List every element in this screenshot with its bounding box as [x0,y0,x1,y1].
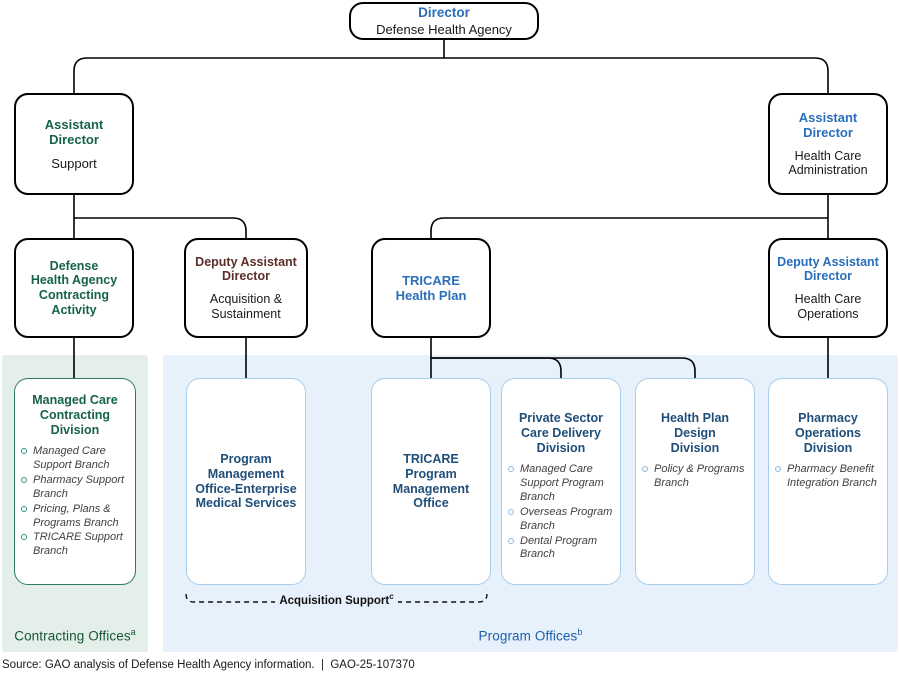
node-assistant-director-support[interactable]: Assistant Director Support [14,93,134,195]
branch-label: Pharmacy Support Branch [33,473,125,500]
dad-acq-subtitle-line1: Acquisition & [209,292,283,306]
node-tricare-program-management-office[interactable]: TRICARE Program Management Office [371,378,491,585]
tricare-pmo-title-line3: Management [392,481,470,496]
pmoems-title-line1: Program [220,452,272,466]
dad-hco-title-line1: Deputy Assistant [777,254,879,269]
list-item: Dental Program Branch [508,535,614,563]
bullet-icon [21,505,27,512]
director-title: Director [418,4,470,20]
program-offices-footnote: b [577,627,583,637]
dad-hco-title-line2: Director [804,269,852,284]
node-dha-contracting-activity[interactable]: Defense Health Agency Contracting Activi… [14,238,134,338]
contracting-offices-label: Contracting Officesa [2,627,148,644]
node-director[interactable]: Director Defense Health Agency [349,2,539,40]
pmoems-title-line2: Management [207,466,285,481]
bullet-icon [775,466,781,473]
contracting-offices-text: Contracting Offices [14,628,131,644]
node-deputy-assistant-director-health-care-operations[interactable]: Deputy Assistant Director Health Care Op… [768,238,888,338]
director-subtitle: Defense Health Agency [376,21,512,37]
pod-title-line1: Pharmacy [798,411,858,425]
dad-acq-subtitle-line2: Sustainment [211,306,281,321]
branch-label: Managed Care Support Program Branch [520,463,604,503]
branch-label: Pharmacy Benefit Integration Branch [787,463,877,490]
pod-branch-list: Pharmacy Benefit Integration Branch [769,463,887,492]
branch-label: Managed Care Support Branch [33,445,110,472]
node-deputy-assistant-director-acquisition[interactable]: Deputy Assistant Director Acquisition & … [184,238,308,338]
tricare-pmo-title-line1: TRICARE [403,452,459,466]
dhaca-line4: Activity [51,302,97,317]
branch-label: Pricing, Plans & Programs Branch [33,502,119,529]
program-offices-label: Program Officesb [163,627,898,644]
node-private-sector-care-delivery-division[interactable]: Private Sector Care Delivery Division Ma… [501,378,621,585]
mccd-title-line1: Managed Care [32,393,118,407]
branch-label: Overseas Program Branch [520,505,613,532]
node-managed-care-contracting-division[interactable]: Managed Care Contracting Division Manage… [14,378,136,585]
hpdd-title-line2: Design [674,425,716,440]
tricare-pmo-title-line2: Program [405,466,457,481]
hpdd-branch-list: Policy & Programs Branch [636,463,754,492]
pod-title-line2: Operations [795,425,861,440]
list-item: Pharmacy Benefit Integration Branch [775,463,881,491]
node-tricare-health-plan[interactable]: TRICARE Health Plan [371,238,491,338]
list-item: Policy & Programs Branch [642,463,748,491]
dad-hco-subtitle-line1: Health Care [794,292,862,306]
bullet-icon [21,534,27,541]
dad-acq-title-line1: Deputy Assistant [195,254,297,269]
acquisition-support-footnote: c [389,592,394,601]
dad-acq-title-line2: Director [222,269,270,284]
mccd-title-line3: Division [50,422,100,437]
dhaca-line1: Defense [49,258,99,273]
bullet-icon [508,537,514,544]
dhaca-line2: Health Agency [30,273,118,288]
pmoems-title-line4: Medical Services [195,496,297,511]
asst-support-subtitle: Support [51,155,97,171]
dhaca-line3: Contracting [38,288,110,302]
pscdd-title-line3: Division [536,440,586,455]
pscdd-title-line2: Care Delivery [521,425,601,440]
tricare-hp-line2: Health Plan [395,288,467,303]
source-note: Source: GAO analysis of Defense Health A… [2,659,415,671]
node-health-plan-design-division[interactable]: Health Plan Design Division Policy & Pro… [635,378,755,585]
tricare-hp-line1: TRICARE [402,272,460,288]
pod-title-line3: Division [803,440,853,455]
asst-hca-subtitle-line2: Administration [788,163,868,178]
list-item: Managed Care Support Branch [21,445,129,473]
pscdd-branch-list: Managed Care Support Program Branch Over… [502,463,620,563]
branch-label: TRICARE Support Branch [33,531,123,558]
mccd-branch-list: Managed Care Support Branch Pharmacy Sup… [15,445,135,560]
list-item: Overseas Program Branch [508,506,614,534]
tricare-pmo-title-line4: Office [413,496,449,511]
asst-hca-subtitle-line1: Health Care [794,148,862,163]
bullet-icon [642,466,648,473]
mccd-title-line2: Contracting [39,407,111,422]
list-item: Pricing, Plans & Programs Branch [21,503,129,531]
pscdd-title-line1: Private Sector [518,411,604,425]
branch-label: Dental Program Branch [520,534,598,561]
acquisition-support-label: Acquisition Supportc [184,592,489,607]
branch-label: Policy & Programs Branch [654,463,745,490]
node-pharmacy-operations-division[interactable]: Pharmacy Operations Division Pharmacy Be… [768,378,888,585]
asst-support-title-line1: Assistant [44,117,104,132]
hpdd-title-line3: Division [670,440,720,455]
bullet-icon [508,508,514,515]
asst-hca-title-line2: Director [803,125,853,141]
dad-hco-subtitle-line2: Operations [797,306,859,321]
node-assistant-director-health-care-administration[interactable]: Assistant Director Health Care Administr… [768,93,888,195]
program-offices-text: Program Offices [478,628,578,644]
list-item: Managed Care Support Program Branch [508,463,614,505]
list-item: Pharmacy Support Branch [21,474,129,502]
bullet-icon [21,448,27,455]
bullet-icon [21,476,27,483]
pmoems-title-line3: Office-Enterprise [195,481,297,496]
node-program-management-office-enterprise-medical-services[interactable]: Program Management Office-Enterprise Med… [186,378,306,585]
asst-support-title-line2: Director [49,132,99,148]
acquisition-support-text: Acquisition Support [279,594,390,607]
asst-hca-title-line1: Assistant [798,109,858,125]
contracting-offices-footnote: a [130,627,136,637]
hpdd-title-line1: Health Plan [660,411,730,425]
bullet-icon [508,466,514,473]
list-item: TRICARE Support Branch [21,531,129,559]
